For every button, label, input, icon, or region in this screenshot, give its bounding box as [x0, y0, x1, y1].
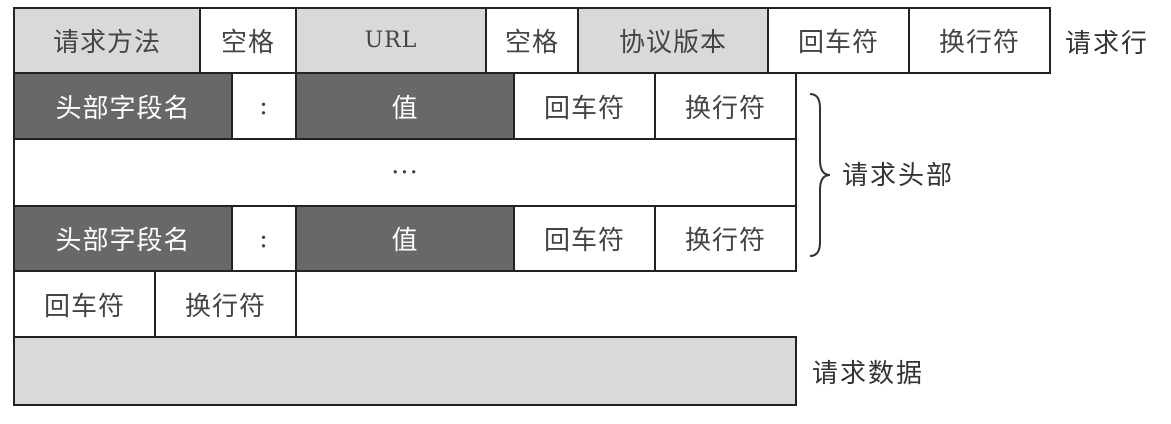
request-method-cell: 请求方法: [13, 7, 201, 74]
ellipsis-row: ···: [13, 138, 797, 207]
header-field-name-cell: 头部字段名: [13, 205, 233, 272]
header-value-cell: 值: [295, 205, 515, 272]
request-headers-label: 请求头部: [842, 161, 955, 191]
carriage-return-cell: 回车符: [513, 72, 656, 140]
request-line-label: 请求行: [1065, 29, 1150, 59]
space-cell: 空格: [485, 7, 579, 74]
header-value-cell: 值: [295, 72, 515, 140]
line-feed-cell: 换行符: [154, 270, 297, 338]
carriage-return-cell: 回车符: [13, 270, 156, 338]
space-cell: 空格: [199, 7, 297, 74]
line-feed-cell: 换行符: [654, 205, 797, 272]
protocol-version-cell: 协议版本: [577, 7, 769, 74]
carriage-return-cell: 回车符: [513, 205, 656, 272]
url-cell: URL: [295, 7, 487, 74]
line-feed-cell: 换行符: [908, 7, 1051, 74]
request-body-cell: [13, 336, 797, 406]
colon-cell: :: [231, 72, 297, 140]
request-body-label: 请求数据: [812, 359, 925, 389]
header-field-name-cell: 头部字段名: [13, 72, 233, 140]
colon-cell: :: [231, 205, 297, 272]
right-brace-icon: [809, 93, 831, 257]
carriage-return-cell: 回车符: [767, 7, 910, 74]
line-feed-cell: 换行符: [654, 72, 797, 140]
